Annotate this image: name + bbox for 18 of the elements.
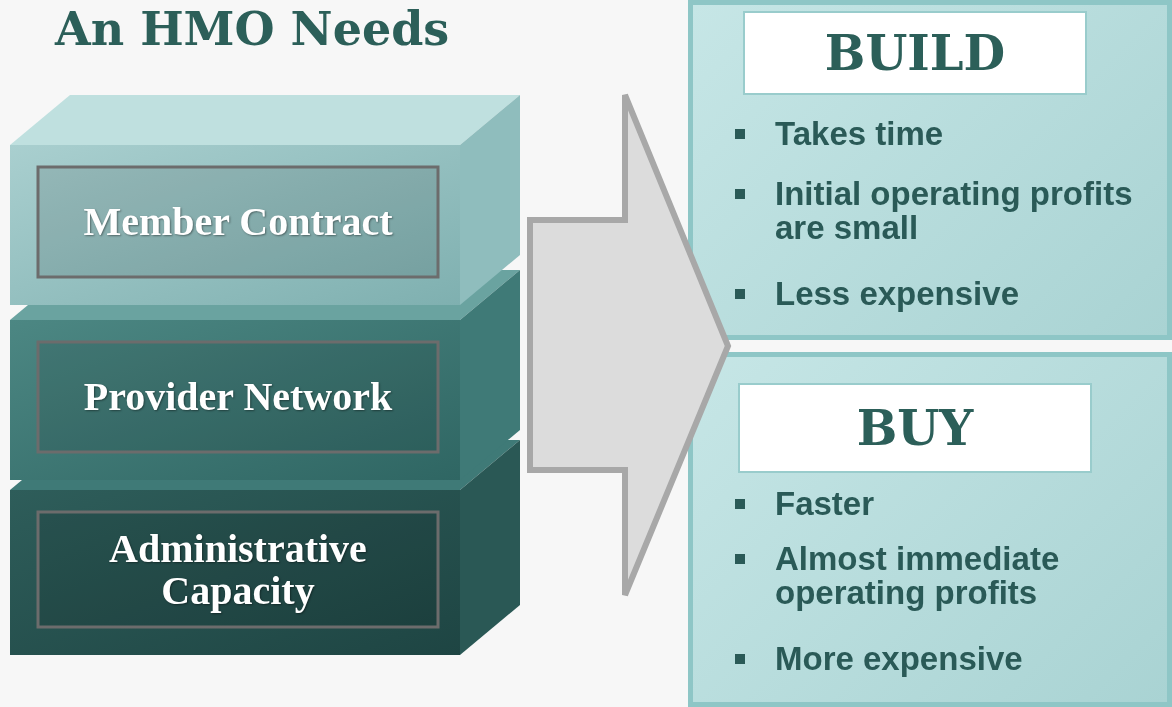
panel-heading: BUY — [738, 383, 1092, 473]
bullet-item: Less expensive — [729, 277, 1169, 311]
bullet-item: More expensive — [729, 642, 1169, 676]
bullet-item: Faster — [729, 487, 1169, 521]
block-label: Member Contract — [82, 198, 394, 246]
panel — [688, 352, 1172, 707]
block-label: Administrative Capacity — [108, 524, 368, 615]
block-arrow — [527, 92, 732, 598]
panel-heading: BUILD — [743, 11, 1087, 95]
block — [10, 440, 520, 655]
bullet-item: Initial operating profits are small — [729, 177, 1169, 245]
bullet-item: Takes time — [729, 117, 1169, 151]
block — [10, 95, 520, 305]
block — [10, 270, 520, 480]
panel — [688, 0, 1172, 340]
bullet-item: Almost immediate operating profits — [729, 542, 1169, 610]
block-label: Provider Network — [82, 373, 394, 421]
heading: An HMO Needs — [55, 2, 450, 56]
